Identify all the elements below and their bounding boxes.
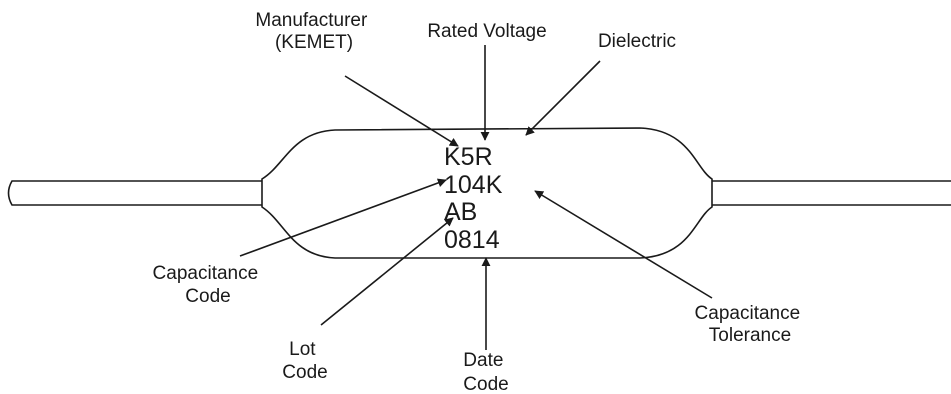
label-manufacturer-line-1: Manufacturer	[255, 10, 368, 31]
label-capacitance-code: Capacitance Code	[153, 263, 264, 307]
capacitor-body	[261, 127, 713, 259]
label-date-code-line-1: Date	[463, 350, 503, 371]
marking-line-4: 0814	[444, 226, 500, 254]
label-lot-code-line-1: Lot	[289, 339, 316, 360]
label-date-code-line-2: Code	[463, 374, 508, 394]
label-lot-code-line-2: Code	[282, 362, 327, 383]
label-capacitance-tolerance: Capacitance Tolerance	[695, 303, 806, 346]
left-lead-wire	[7, 180, 262, 206]
arrow-manufacturer	[344, 75, 459, 147]
label-date-code: Date Code	[463, 350, 508, 394]
arrow-lot-code	[320, 217, 454, 326]
label-lot-code: Lot Code	[282, 339, 327, 383]
arrow-capacitance-tolerance	[534, 190, 713, 299]
label-manufacturer: Manufacturer (KEMET)	[255, 10, 372, 53]
label-capacitance-tolerance-line-2: Tolerance	[709, 325, 791, 346]
label-capacitance-code-line-1: Capacitance	[153, 263, 259, 284]
marking-line-1: K5R	[444, 143, 493, 171]
arrow-capacitance-code	[239, 178, 447, 257]
label-rated-voltage: Rated Voltage	[427, 21, 546, 42]
label-manufacturer-line-2: (KEMET)	[275, 32, 353, 53]
label-capacitance-code-line-2: Code	[185, 286, 230, 307]
right-lead-wire	[712, 180, 951, 206]
arrow-dielectric	[525, 60, 601, 136]
label-capacitance-tolerance-line-1: Capacitance	[695, 303, 801, 324]
label-dielectric: Dielectric	[598, 31, 676, 52]
marking-line-2: 104K	[444, 171, 503, 199]
